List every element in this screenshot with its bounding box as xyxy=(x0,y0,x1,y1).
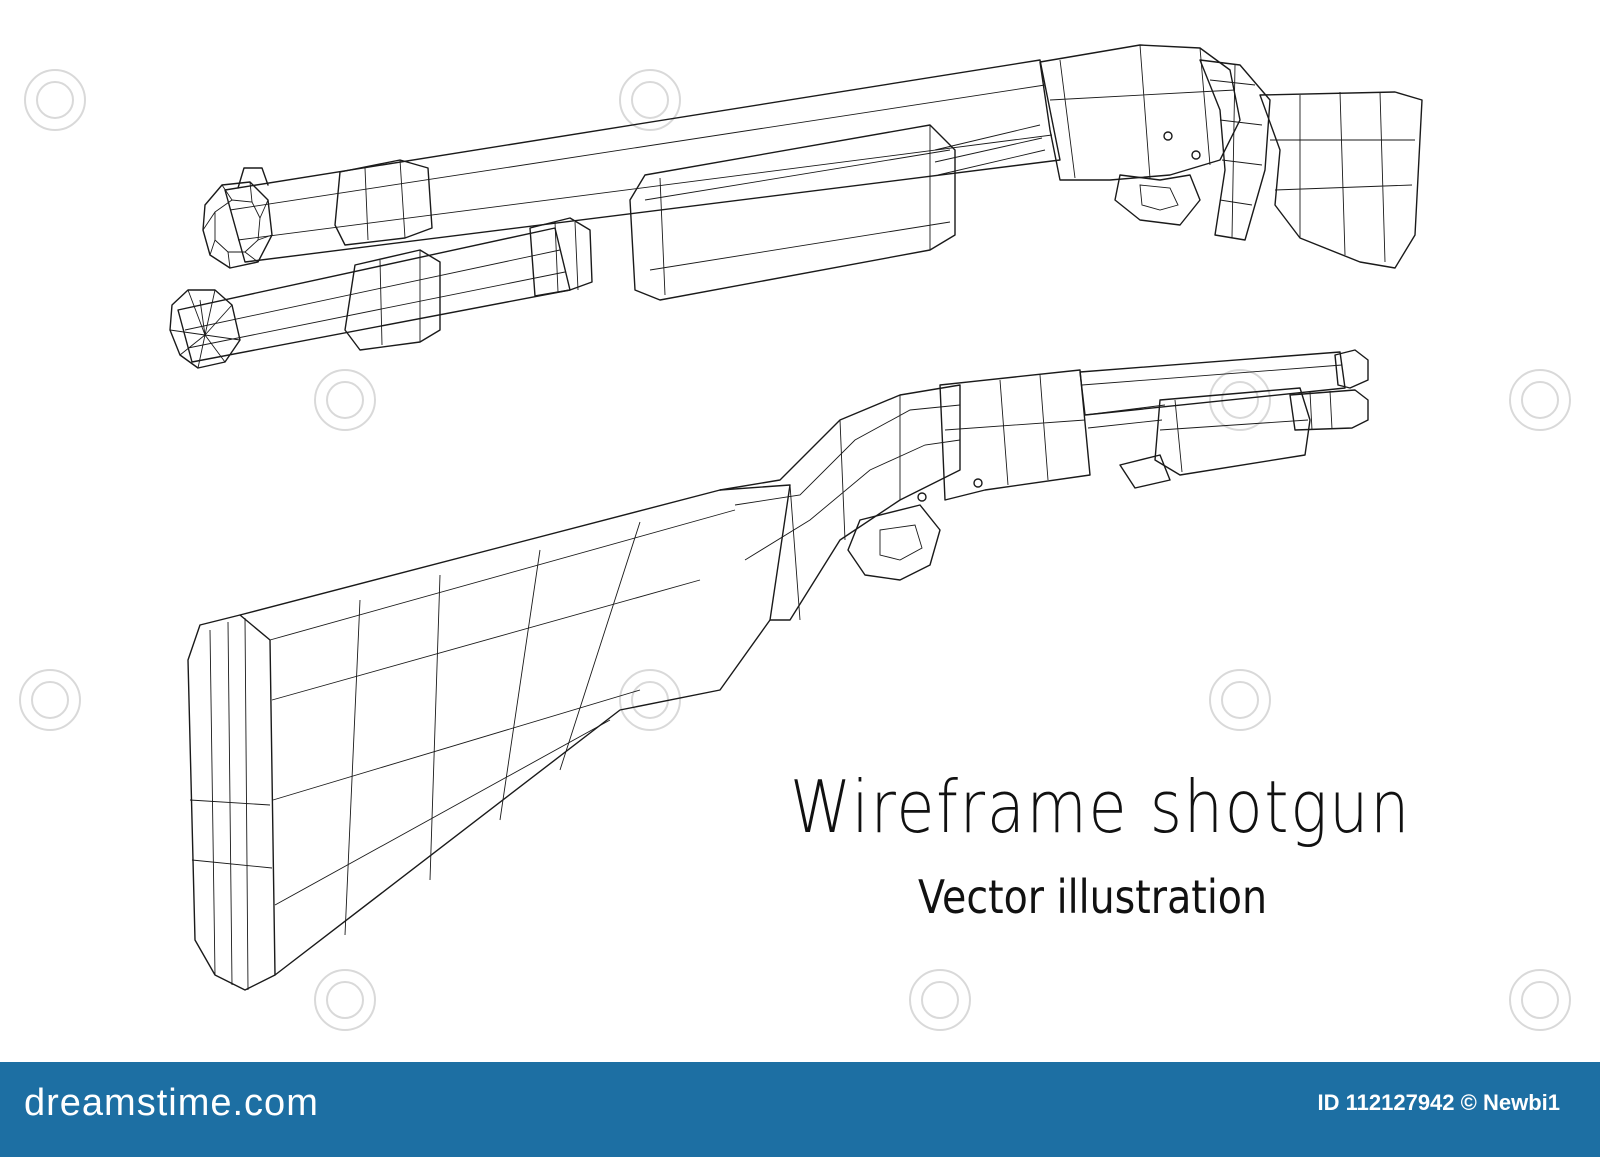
watermark-pattern xyxy=(19,69,1571,1031)
title: Wireframe shotgun xyxy=(790,765,1412,849)
shotgun-top xyxy=(169,44,1423,369)
shotgun-wireframe-illustration xyxy=(19,44,1571,1031)
footer-site-name[interactable]: dreamstime.com xyxy=(24,1082,319,1124)
shotgun-bottom xyxy=(187,349,1369,991)
subtitle: Vector illustration xyxy=(918,870,1268,924)
footer-image-credit: ID 112127942 © Newbi1 xyxy=(1317,1090,1560,1115)
stock-footer-bar: dreamstime.com ID 112127942 © Newbi1 xyxy=(0,1062,1600,1157)
